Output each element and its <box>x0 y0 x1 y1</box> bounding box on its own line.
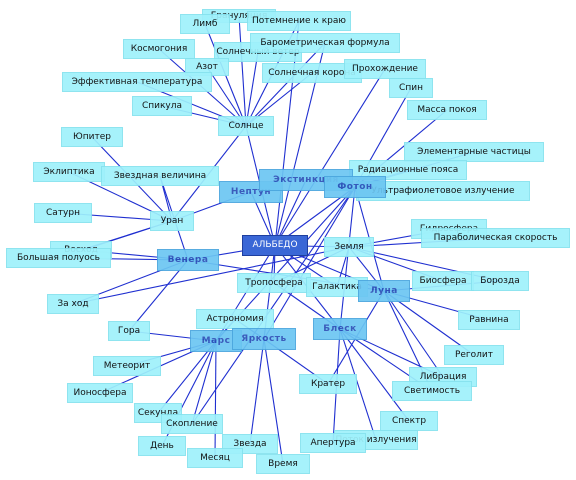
node-furrow[interactable]: Борозда <box>471 271 529 291</box>
link-46 <box>72 246 350 305</box>
node-cluster[interactable]: Скопление <box>161 414 223 434</box>
node-limb-darkening[interactable]: Потемнение к краю <box>247 11 351 31</box>
node-cosmogony[interactable]: Космогония <box>123 39 195 59</box>
node-mountain[interactable]: Гора <box>108 321 150 341</box>
node-spectrum[interactable]: Спектр <box>380 411 438 431</box>
link-40 <box>263 186 356 340</box>
node-galaxy[interactable]: Галактика <box>306 277 368 297</box>
link-75 <box>339 328 410 422</box>
node-limb[interactable]: Лимб <box>180 14 230 34</box>
node-astronomy[interactable]: Астрономия <box>196 309 274 329</box>
node-saturn[interactable]: Сатурн <box>34 203 92 223</box>
node-sunset[interactable]: За ход <box>47 294 99 314</box>
link-70 <box>214 340 217 459</box>
link-23 <box>274 68 386 246</box>
node-radiation-belts[interactable]: Радиационные пояса <box>349 160 467 180</box>
node-plain[interactable]: Равнина <box>458 310 520 330</box>
node-time[interactable]: Время <box>256 454 310 474</box>
node-sun[interactable]: Солнце <box>218 116 274 136</box>
link-4 <box>245 42 326 127</box>
link-54 <box>128 259 189 332</box>
node-jupiter[interactable]: Юпитер <box>61 127 123 147</box>
node-elementary[interactable]: Элементарные частицы <box>404 142 544 162</box>
node-ecliptic[interactable]: Эклиптика <box>33 162 105 182</box>
link-0 <box>238 15 247 127</box>
node-month[interactable]: Месяц <box>187 448 243 468</box>
hub-glint[interactable]: Блеск <box>313 318 367 340</box>
link-72 <box>263 338 284 465</box>
node-meteorite[interactable]: Метеорит <box>93 356 161 376</box>
link-60 <box>383 290 444 378</box>
link-42 <box>191 186 356 425</box>
node-parabolic[interactable]: Параболическая скорость <box>421 228 570 248</box>
node-uranus[interactable]: Уран <box>150 211 194 231</box>
node-barometric[interactable]: Барометрическая формула <box>250 33 400 53</box>
node-ionosphere[interactable]: Ионосфера <box>67 383 133 403</box>
node-rest-mass[interactable]: Масса покоя <box>407 100 487 120</box>
node-luminosity[interactable]: Светимость <box>392 381 472 401</box>
node-earth[interactable]: Земля <box>324 237 374 257</box>
center-node-albedo[interactable]: АЛЬБЕДО <box>242 235 308 256</box>
link-76 <box>339 328 377 441</box>
node-biosphere[interactable]: Биосфера <box>412 271 474 291</box>
node-magnitude[interactable]: Звездная величина <box>101 166 219 186</box>
node-troposphere[interactable]: Тропосфера <box>237 273 311 293</box>
link-71 <box>249 338 265 445</box>
link-39 <box>339 186 356 330</box>
node-eff-temp[interactable]: Эффективная температура <box>62 72 212 92</box>
link-67 <box>157 340 217 414</box>
hub-venus[interactable]: Венера <box>157 249 219 271</box>
node-semi-major[interactable]: Большая полуось <box>6 248 111 268</box>
hub-brightness[interactable]: Яркость <box>232 328 296 350</box>
hub-photon[interactable]: Фотон <box>324 176 386 198</box>
node-aperture[interactable]: Апертура <box>300 433 366 453</box>
node-spin[interactable]: Спин <box>389 78 433 98</box>
node-regolith[interactable]: Реголит <box>444 345 504 365</box>
node-spicule[interactable]: Спикула <box>132 96 192 116</box>
node-day[interactable]: День <box>138 436 186 456</box>
link-3 <box>245 51 259 127</box>
link-68 <box>191 340 217 425</box>
node-passage[interactable]: Прохождение <box>344 59 426 79</box>
node-crater[interactable]: Кратер <box>299 374 357 394</box>
hub-moon[interactable]: Луна <box>358 280 410 302</box>
